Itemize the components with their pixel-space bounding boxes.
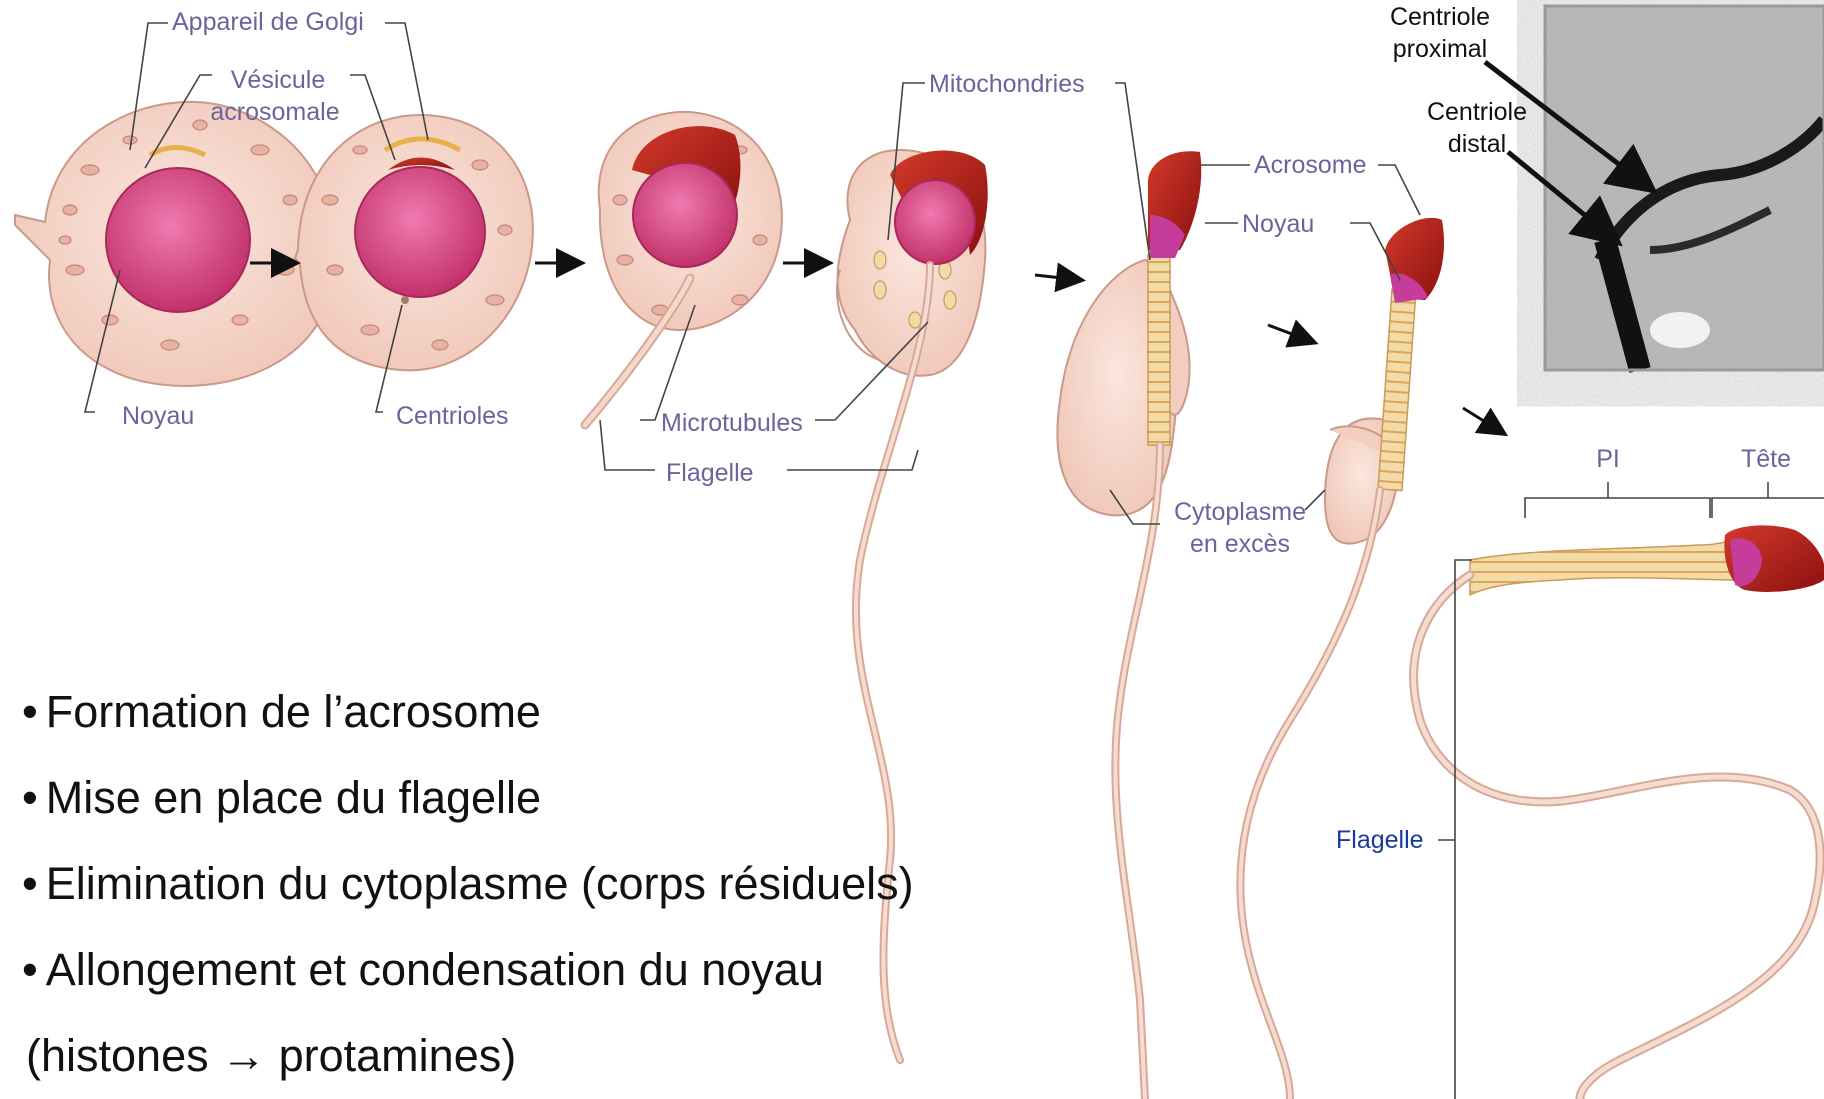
label-acrosome: Acrosome bbox=[1254, 149, 1367, 181]
bullet-footnote: (histones → protamines) bbox=[26, 1030, 516, 1082]
label-centriole-distal-line1: Centriole bbox=[1427, 97, 1527, 128]
bullet-item-3: •Elimination du cytoplasme (corps résidu… bbox=[22, 858, 914, 910]
label-noyau-1: Noyau bbox=[122, 400, 194, 432]
footnote-arrow: → bbox=[221, 1030, 266, 1081]
bullet-item-4: •Allongement et condensation du noyau bbox=[22, 944, 824, 996]
cell-stage-4 bbox=[837, 150, 988, 1060]
cell-stage-1 bbox=[15, 102, 335, 386]
bullet-item-2: •Mise en place du flagelle bbox=[22, 772, 541, 824]
footnote-pre: (histones bbox=[26, 1030, 221, 1081]
cell-stage-3 bbox=[585, 112, 782, 425]
bullet-mark: • bbox=[22, 772, 38, 823]
cell-stage-2 bbox=[295, 115, 533, 370]
label-cytoplasme-line2: en excès bbox=[1190, 528, 1290, 560]
electron-micrograph bbox=[1545, 6, 1824, 370]
bullet-mark: • bbox=[22, 944, 38, 995]
bullet-item-1: •Formation de l’acrosome bbox=[22, 686, 541, 738]
label-pi: PI bbox=[1596, 443, 1620, 475]
label-vesicule-line1: Vésicule bbox=[231, 64, 326, 96]
mature-spermatozoon bbox=[1414, 525, 1824, 1099]
label-centrioles: Centrioles bbox=[396, 400, 509, 432]
label-centriole-proximal-line2: proximal bbox=[1393, 34, 1487, 65]
label-centriole-proximal-line1: Centriole bbox=[1390, 2, 1490, 33]
label-tete: Tête bbox=[1741, 443, 1791, 475]
label-cytoplasme-line1: Cytoplasme bbox=[1174, 496, 1306, 528]
cell-stage-5 bbox=[1057, 151, 1201, 1099]
bullet-mark: • bbox=[22, 858, 38, 909]
label-flagelle-2: Flagelle bbox=[1336, 824, 1424, 856]
label-centriole-distal-line2: distal bbox=[1448, 129, 1506, 160]
label-golgi: Appareil de Golgi bbox=[172, 6, 364, 38]
label-flagelle-1: Flagelle bbox=[666, 457, 754, 489]
bullet-text: Mise en place du flagelle bbox=[46, 772, 541, 823]
bullet-mark: • bbox=[22, 686, 38, 737]
bullet-text: Formation de l’acrosome bbox=[46, 686, 541, 737]
bullet-text: Allongement et condensation du noyau bbox=[46, 944, 824, 995]
bullet-text: Elimination du cytoplasme (corps résidue… bbox=[46, 858, 914, 909]
footnote-post: protamines) bbox=[266, 1030, 516, 1081]
label-vesicule-line2: acrosomale bbox=[210, 96, 339, 128]
label-noyau-2: Noyau bbox=[1242, 208, 1314, 240]
label-mitochondries: Mitochondries bbox=[929, 68, 1085, 100]
label-microtubules: Microtubules bbox=[661, 407, 803, 439]
